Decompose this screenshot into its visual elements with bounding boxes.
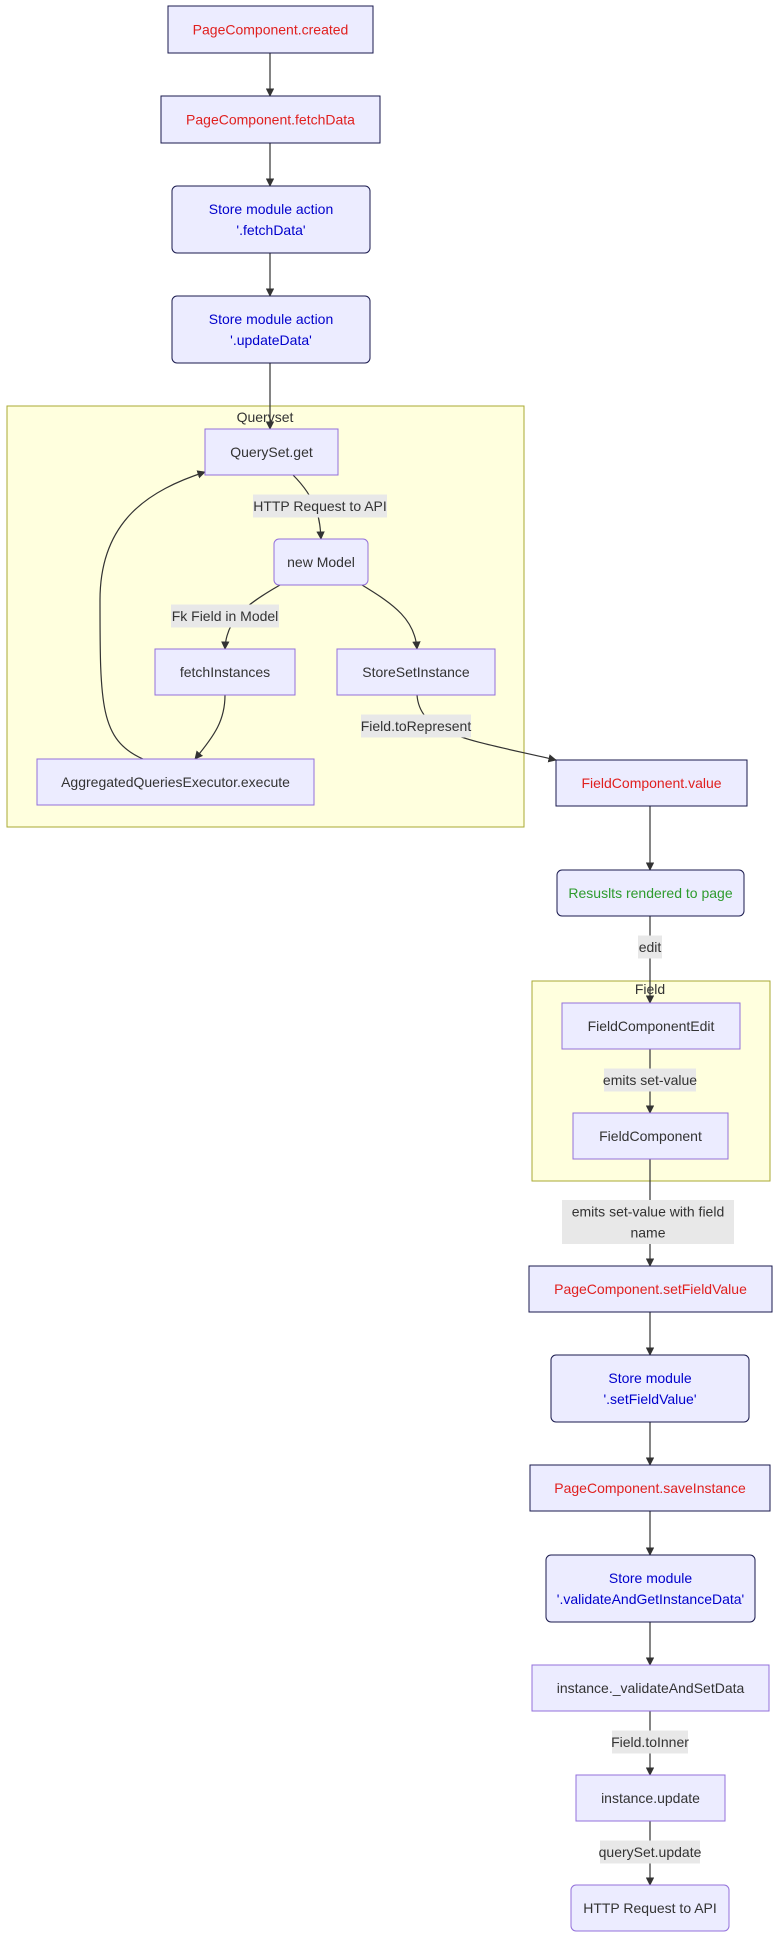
edge-aggExec-to-qsGet: [99, 470, 206, 760]
edge-label-text: emits set-value with field: [572, 1204, 725, 1220]
node-box: [160, 95, 381, 144]
edge-label-e20: querySet.update: [599, 1840, 702, 1864]
node-storeUpdate: Store module action '.updateData': [171, 295, 371, 364]
node-label: PageComponent.created: [193, 22, 349, 38]
edge-label-text: Field.toInner: [611, 1734, 689, 1750]
node-box: [570, 1884, 730, 1932]
node-label: FieldComponentEdit: [588, 1018, 715, 1034]
node-instUpdate: instance.update: [575, 1774, 726, 1822]
node-storeValidate: Store module '.validateAndGetInstanceData…: [545, 1554, 756, 1623]
node-results: Resuslts rendered to page: [556, 869, 745, 917]
edge-label-text: Fk Field in Model: [172, 608, 279, 624]
node-box: [154, 648, 296, 696]
node-label: '.validateAndGetInstanceData': [557, 1591, 744, 1607]
node-qsGet: QuerySet.get: [204, 428, 339, 476]
node-box: [572, 1112, 729, 1160]
node-box: [545, 1554, 756, 1623]
node-label: Resuslts rendered to page: [568, 885, 732, 901]
node-label: instance.update: [601, 1790, 700, 1806]
node-label: new Model: [287, 554, 355, 570]
edge-label-e12: edit: [638, 935, 662, 959]
node-label: HTTP Request to API: [583, 1900, 717, 1916]
node-label: PageComponent.saveInstance: [554, 1480, 746, 1496]
node-label: FieldComponent.value: [581, 775, 721, 791]
edge-label-background: [612, 1730, 688, 1754]
node-label: '.fetchData': [236, 222, 305, 238]
node-storeSetInstance: StoreSetInstance: [336, 648, 496, 696]
edge-label-background: [171, 604, 279, 628]
node-label: FieldComponent: [599, 1128, 702, 1144]
node-fetchInstances: fetchInstances: [154, 648, 296, 696]
node-storeSetField: Store module '.setFieldValue': [550, 1354, 750, 1423]
node-label: Store module: [609, 1570, 692, 1586]
node-setFieldValue: PageComponent.setFieldValue: [528, 1265, 773, 1313]
node-fetchData: PageComponent.fetchData: [160, 95, 381, 144]
node-box: [561, 1002, 741, 1050]
cluster-label-queryset: Queryset: [237, 409, 294, 425]
edge-label-e19: Field.toInner: [611, 1730, 689, 1754]
edge-label-e13: emits set-value: [603, 1068, 697, 1092]
edge-label-background: [600, 1840, 700, 1864]
edge-label-background: [253, 494, 387, 518]
node-aggExec: AggregatedQueriesExecutor.execute: [36, 758, 315, 806]
node-box: [171, 185, 371, 254]
edge-label-background: [562, 1200, 734, 1244]
node-fieldComp: FieldComponent: [572, 1112, 729, 1160]
edge-label-text: Field.toRepresent: [361, 718, 472, 734]
edge-newModel-to-storeSetInstance: [361, 584, 421, 650]
node-box: [556, 869, 745, 917]
edge-label-background: [361, 714, 471, 738]
node-box: [336, 648, 496, 696]
node-label: fetchInstances: [180, 664, 270, 680]
node-box: [171, 295, 371, 364]
node-httpReq2: HTTP Request to API: [570, 1884, 730, 1932]
node-box: [529, 1464, 771, 1512]
edge-label-background: [604, 1068, 696, 1092]
edge-label-text: querySet.update: [599, 1844, 702, 1860]
node-fieldEdit: FieldComponentEdit: [561, 1002, 741, 1050]
node-box: [575, 1774, 726, 1822]
node-label: '.updateData': [230, 332, 312, 348]
node-newModel: new Model: [273, 538, 369, 586]
node-box: [204, 428, 339, 476]
node-validateSet: instance._validateAndSetData: [531, 1664, 770, 1712]
node-label: PageComponent.fetchData: [186, 112, 355, 128]
edge-label-e6: Fk Field in Model: [171, 604, 279, 628]
edge-label-e5: HTTP Request to API: [253, 494, 387, 518]
node-label: instance._validateAndSetData: [557, 1680, 745, 1696]
edge-label-text: emits set-value: [603, 1072, 697, 1088]
node-saveInstance: PageComponent.saveInstance: [529, 1464, 771, 1512]
edge-label-text: HTTP Request to API: [253, 498, 387, 514]
edge-label-e10: Field.toRepresent: [361, 714, 472, 738]
node-label: PageComponent.setFieldValue: [554, 1281, 747, 1297]
edge-label-e14: emits set-value with field name: [562, 1200, 734, 1244]
node-box: [550, 1354, 750, 1423]
node-label: '.setFieldValue': [603, 1391, 696, 1407]
node-label: AggregatedQueriesExecutor.execute: [61, 774, 290, 790]
node-box: [167, 5, 374, 54]
node-box: [531, 1664, 770, 1712]
node-label: QuerySet.get: [230, 444, 313, 460]
node-box: [273, 538, 369, 586]
edge-label-background: [638, 935, 662, 959]
node-label: Store module action: [209, 201, 334, 217]
node-label: Store module action: [209, 311, 334, 327]
node-box: [528, 1265, 773, 1313]
edge-label-text: edit: [639, 939, 662, 955]
edge-label-text: name: [630, 1225, 665, 1241]
edge-fetchInstances-to-aggExec: [194, 694, 226, 760]
node-fieldValue: FieldComponent.value: [555, 759, 748, 807]
node-storeFetch: Store module action '.fetchData': [171, 185, 371, 254]
node-box: [555, 759, 748, 807]
node-label: Store module: [608, 1370, 691, 1386]
node-created: PageComponent.created: [167, 5, 374, 54]
node-label: StoreSetInstance: [362, 664, 470, 680]
node-box: [36, 758, 315, 806]
